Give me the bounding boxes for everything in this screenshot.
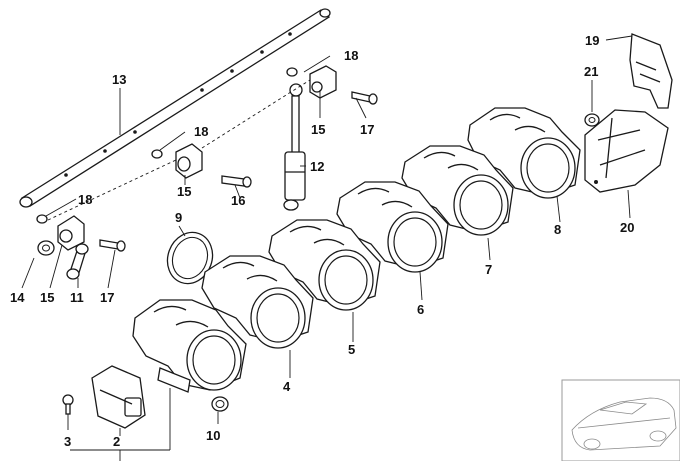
callout-10: 10 <box>206 428 220 443</box>
part-9-o-ring[interactable] <box>160 226 219 290</box>
part-4-throttle-body[interactable] <box>201 255 314 349</box>
clamp-assembly-lower[interactable] <box>36 214 126 280</box>
callout-15-middle: 15 <box>177 184 191 199</box>
callout-17-lower: 17 <box>100 290 114 305</box>
callout-17-upper: 17 <box>360 122 374 137</box>
callout-3: 3 <box>64 434 71 449</box>
callout-18-upper: 18 <box>344 48 358 63</box>
callout-4: 4 <box>283 379 291 394</box>
clamp-assembly-upper[interactable] <box>286 65 378 105</box>
callout-15-lower: 15 <box>40 290 54 305</box>
vehicle-thumbnail <box>561 379 680 461</box>
clamp-assembly-middle[interactable] <box>151 143 252 188</box>
callout-14: 14 <box>10 290 25 305</box>
part-13-linkage-rod[interactable] <box>19 8 331 208</box>
callout-15-upper: 15 <box>311 122 325 137</box>
callout-18-lower: 18 <box>78 192 92 207</box>
throttle-body-front-housing[interactable] <box>132 299 247 393</box>
part-8-throttle-body[interactable] <box>467 107 581 199</box>
callout-12: 12 <box>310 159 324 174</box>
callout-2: 2 <box>113 434 120 449</box>
callout-21: 21 <box>584 64 598 79</box>
callout-16: 16 <box>231 193 245 208</box>
callout-7: 7 <box>485 262 492 277</box>
part-5-throttle-body[interactable] <box>268 219 381 311</box>
callout-20: 20 <box>620 220 634 235</box>
callout-13: 13 <box>112 72 126 87</box>
leader-lines <box>21 35 633 461</box>
part-7-throttle-body[interactable] <box>401 145 514 236</box>
part-3-screw[interactable] <box>62 394 74 415</box>
callout-19: 19 <box>585 33 599 48</box>
part-10-nut[interactable] <box>211 396 229 412</box>
callout-5: 5 <box>348 342 355 357</box>
callout-labels: 2 3 4 5 6 7 8 9 10 11 12 13 14 15 15 15 … <box>10 33 634 449</box>
callout-11: 11 <box>70 290 84 305</box>
callout-8: 8 <box>554 222 561 237</box>
part-21-bushing[interactable] <box>584 113 600 127</box>
callout-18-middle: 18 <box>194 124 208 139</box>
callout-6: 6 <box>417 302 424 317</box>
part-12-damper[interactable] <box>283 83 306 211</box>
part-20-bracket[interactable] <box>584 109 669 193</box>
part-6-throttle-body[interactable] <box>336 181 449 273</box>
part-2-throttle-sensor[interactable] <box>91 365 146 429</box>
part-19-cover[interactable] <box>629 33 673 109</box>
callout-9: 9 <box>175 210 182 225</box>
